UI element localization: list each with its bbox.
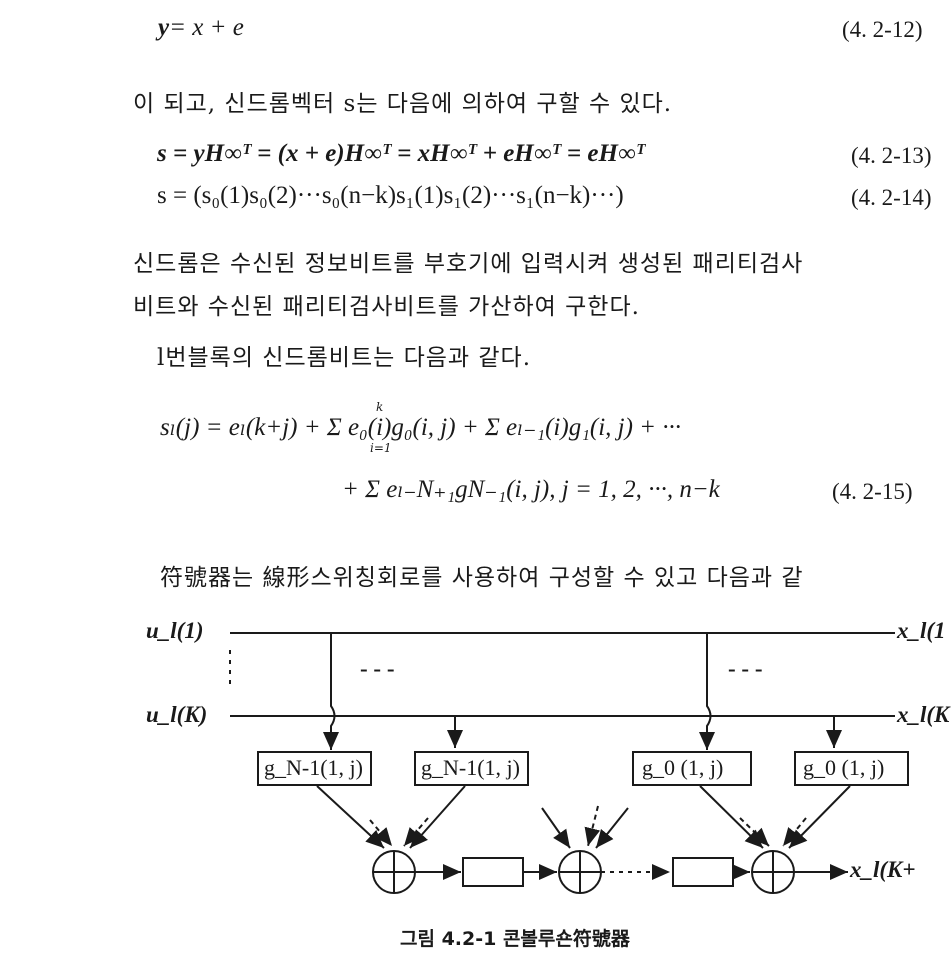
arrow-a2-dash xyxy=(584,805,601,847)
equation-4-2-14: s = (s₀(1)s₀(2)···s₀(n−k)s₁(1)s₁(2)···s₁… xyxy=(157,182,624,209)
sum-top-1: k xyxy=(376,400,384,414)
equation-4-2-13: s = yH∞ᵀ = (x + e)H∞ᵀ = xH∞ᵀ + eH∞ᵀ = eH… xyxy=(157,140,645,167)
eq1-rhs: = x + e xyxy=(169,14,244,41)
figure-caption: 그림 4.2-1 콘볼루숀符號器 xyxy=(400,928,630,950)
g-box-4 xyxy=(794,751,909,786)
arrow-g4-adder3 xyxy=(788,785,851,849)
g-box-label-4: g_0 (1, j) xyxy=(803,755,885,780)
equation-number-4-2-14: (4. 2-14) xyxy=(851,185,932,210)
ellipsis-left: - - - xyxy=(360,656,395,681)
drop-1 xyxy=(323,633,339,750)
g-box-label-3: g_0 (1, j) xyxy=(642,755,724,780)
paragraph-encoder: 符號器는 線形스위칭회로를 사용하여 구성할 수 있고 다음과 같 xyxy=(160,565,804,591)
arrow-dash-a1b xyxy=(403,817,429,847)
equation-number-4-2-15: (4. 2-15) xyxy=(832,479,913,504)
arrow-g1-adder1 xyxy=(316,785,385,849)
drop-3 xyxy=(699,633,715,750)
eq1-lhs: y xyxy=(158,14,170,41)
equation-4-2-15-line2: + Σ eₗ₋N₊₁gN₋₁(i, j), j = 1, 2, ···, n−k xyxy=(342,476,720,503)
arrow-dash-a3b xyxy=(782,817,807,847)
equation-4-2-12: y= x + e xyxy=(158,14,244,42)
sum-bottom-text-1: i=1 xyxy=(370,441,392,455)
arrow-g3-adder3 xyxy=(699,785,764,849)
equation-4-2-15-line1: sₗ(j) = eₗ(k+j) + Σ e₀(i)g₀(i, j) + Σ eₗ… xyxy=(160,414,682,441)
arrow-a2-right xyxy=(595,807,629,849)
g-box-label-2: g_N-1(1, j) xyxy=(421,755,520,780)
output-label-k: x_l(K xyxy=(897,702,950,727)
g-box-3 xyxy=(632,751,752,786)
paragraph-syndrome-vector: 이 되고, 신드롬벡터 s는 다음에 의하여 구할 수 있다. xyxy=(133,91,673,117)
input-label-1: u_l(1) xyxy=(146,618,204,643)
g-box-1 xyxy=(257,751,372,786)
sum-bounds-1: k xyxy=(376,400,383,414)
equation-number-4-2-13: (4. 2-13) xyxy=(851,143,932,168)
g-box-2 xyxy=(414,751,529,786)
paragraph-syndrome-line2: 비트와 수신된 패리티검사비트를 가산하여 구한다. xyxy=(133,294,640,320)
arrow-a2-left xyxy=(541,807,571,849)
arrow-dash-a1 xyxy=(369,819,393,847)
arrow-g2-adder1 xyxy=(409,785,466,849)
g-box-label-1: g_N-1(1, j) xyxy=(264,755,363,780)
delay-box-1 xyxy=(462,857,524,887)
equation-number-4-2-12: (4. 2-12) xyxy=(842,17,923,42)
delay-box-2 xyxy=(672,857,734,887)
input-label-k: u_l(K) xyxy=(146,702,208,727)
output-label-k-plus: x_l(K+ xyxy=(850,857,916,882)
ellipsis-right: - - - xyxy=(728,656,763,681)
sum-bottom-1: i=1 xyxy=(370,441,392,455)
output-label-1: x_l(1 xyxy=(897,618,946,643)
arrow-dash-a3 xyxy=(739,817,770,847)
paragraph-syndrome-line1: 신드롬은 수신된 정보비트를 부호기에 입력시켜 생성된 패리티검사 xyxy=(133,251,804,277)
paragraph-block-syndrome: l번블록의 신드롬비트는 다음과 같다. xyxy=(157,345,532,371)
